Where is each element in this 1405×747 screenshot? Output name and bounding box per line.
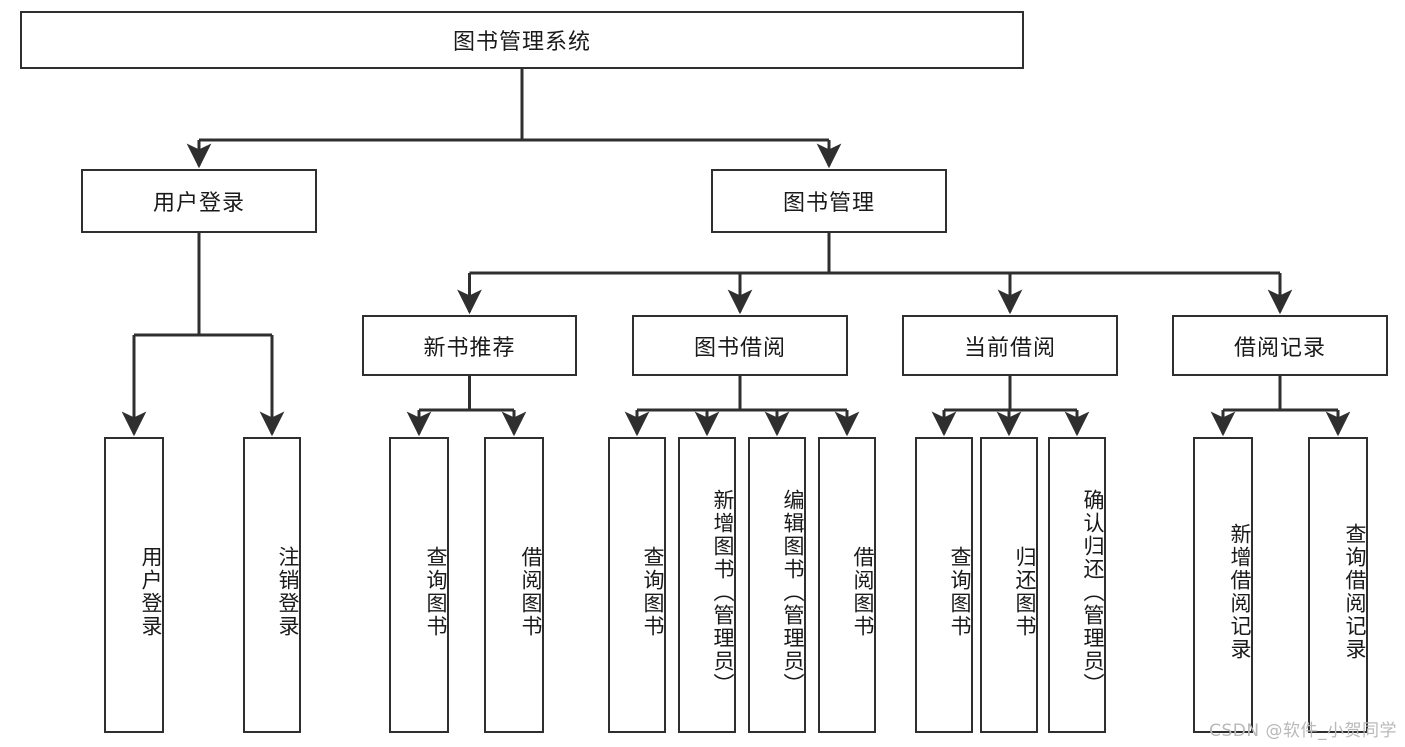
node-leaf-add-book-admin-label: 新增图书（管理员） <box>711 488 735 696</box>
node-borrow-record[interactable]: 借阅记录 <box>1172 315 1388 376</box>
node-leaf-confirm-return-admin-label: 确认归还（管理员） <box>1081 488 1105 696</box>
node-leaf-add-borrow-record-label: 新增借阅记录 <box>1228 523 1252 661</box>
node-leaf-query-book-borrow[interactable]: 查询图书 <box>608 437 666 733</box>
node-user-login-label: 用户登录 <box>152 191 245 216</box>
node-leaf-borrow-book[interactable]: 借阅图书 <box>818 437 876 733</box>
node-leaf-query-borrow-record[interactable]: 查询借阅记录 <box>1308 437 1368 733</box>
node-book-management-label: 图书管理 <box>782 191 875 216</box>
node-leaf-logout[interactable]: 注销登录 <box>243 437 301 733</box>
node-leaf-confirm-return-admin[interactable]: 确认归还（管理员） <box>1048 437 1106 733</box>
node-leaf-borrow-book-recommend-label: 借阅图书 <box>519 546 543 638</box>
node-book-management[interactable]: 图书管理 <box>711 169 947 233</box>
node-borrow-record-label: 借阅记录 <box>1233 335 1326 361</box>
node-leaf-query-book-current[interactable]: 查询图书 <box>915 437 973 733</box>
node-new-book-recommend-label: 新书推荐 <box>423 335 516 361</box>
node-leaf-query-book-recommend-label: 查询图书 <box>424 546 448 638</box>
csdn-watermark: CSDN @软件_小贺同学 <box>1209 721 1397 741</box>
node-root[interactable]: 图书管理系统 <box>20 11 1024 69</box>
node-leaf-return-book-label: 归还图书 <box>1013 546 1037 638</box>
node-leaf-borrow-book-label: 借阅图书 <box>851 546 875 638</box>
node-leaf-user-login-label: 用户登录 <box>139 546 163 638</box>
node-leaf-logout-label: 注销登录 <box>276 546 300 638</box>
node-user-login[interactable]: 用户登录 <box>81 169 317 233</box>
node-leaf-add-book-admin[interactable]: 新增图书（管理员） <box>678 437 736 733</box>
node-leaf-return-book[interactable]: 归还图书 <box>980 437 1038 733</box>
node-book-borrow-label: 图书借阅 <box>693 335 786 361</box>
node-root-label: 图书管理系统 <box>452 30 591 55</box>
node-leaf-add-borrow-record[interactable]: 新增借阅记录 <box>1193 437 1253 733</box>
node-leaf-query-book-borrow-label: 查询图书 <box>641 546 665 638</box>
node-leaf-edit-book-admin-label: 编辑图书（管理员） <box>781 488 805 696</box>
node-current-borrow[interactable]: 当前借阅 <box>902 315 1118 376</box>
node-book-borrow[interactable]: 图书借阅 <box>632 315 848 376</box>
node-leaf-user-login[interactable]: 用户登录 <box>104 437 164 733</box>
node-new-book-recommend[interactable]: 新书推荐 <box>362 315 577 376</box>
node-leaf-query-borrow-record-label: 查询借阅记录 <box>1343 523 1367 661</box>
node-leaf-query-book-current-label: 查询图书 <box>948 546 972 638</box>
node-current-borrow-label: 当前借阅 <box>963 335 1056 361</box>
node-leaf-edit-book-admin[interactable]: 编辑图书（管理员） <box>748 437 806 733</box>
node-leaf-borrow-book-recommend[interactable]: 借阅图书 <box>484 437 544 733</box>
node-leaf-query-book-recommend[interactable]: 查询图书 <box>389 437 449 733</box>
